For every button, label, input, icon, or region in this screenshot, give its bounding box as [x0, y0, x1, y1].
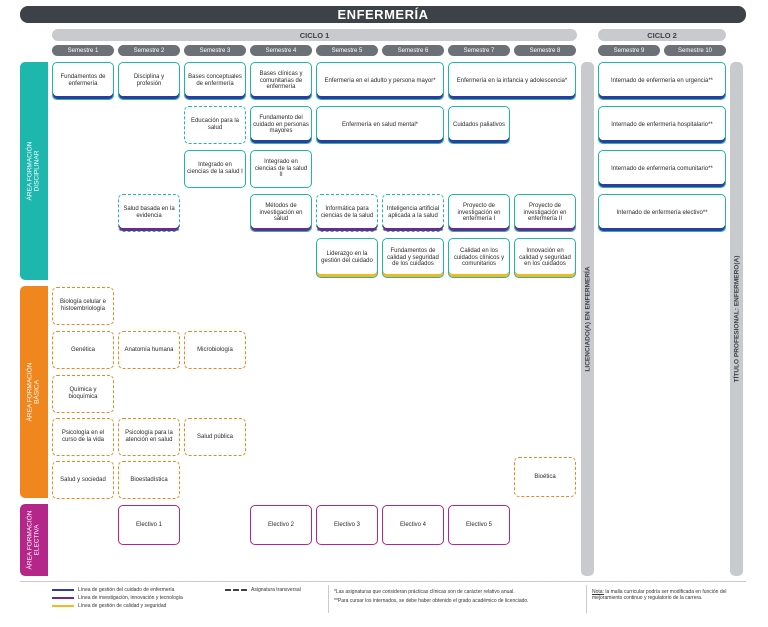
titulo-bar: TÍTULO PROFESIONAL: ENFERMERO(A) [730, 62, 743, 576]
semester-8-header: Semestre 8 [514, 45, 576, 56]
course-bases-conceptuales[interactable]: Bases conceptuales de enfermería [184, 62, 246, 100]
course-proyecto-2[interactable]: Proyecto de investigación en enfermería … [514, 194, 576, 232]
course-paliativos[interactable]: Cuidados paliativos [448, 106, 510, 144]
course-ia[interactable]: Inteligencia artificial aplicada a la sa… [382, 194, 444, 232]
semester-3-header: Semestre 3 [184, 45, 246, 56]
semester-2-header: Semestre 2 [118, 45, 180, 56]
course-bioestadistica[interactable]: Bioestadística [118, 461, 180, 499]
course-adulto-mayor[interactable]: Enfermería en el adulto y persona mayor* [316, 62, 444, 100]
page-title: ENFERMERÍA [20, 6, 746, 23]
course-fundamentos-calidad[interactable]: Fundamentos de calidad y seguridad de lo… [382, 238, 444, 278]
semester-7-header: Semestre 7 [448, 45, 510, 56]
course-electivo-4[interactable]: Electivo 4 [382, 505, 444, 545]
course-salud-publica[interactable]: Salud pública [184, 418, 246, 456]
course-integrado-1[interactable]: Integrado en ciencias de la salud I [184, 150, 246, 188]
course-microbiologia[interactable]: Microbiología [184, 331, 246, 369]
course-internado-urgencia[interactable]: Internado de enfermería en urgencia** [598, 62, 726, 100]
course-electivo-1[interactable]: Electivo 1 [118, 505, 180, 545]
course-salud-sociedad[interactable]: Salud y sociedad [52, 461, 114, 499]
legend-note-2: **Para cursar los internados, se debe ha… [334, 598, 529, 604]
semester-4-header: Semestre 4 [250, 45, 312, 56]
licenciatura-bar: LICENCIADO(A) EN ENFERMERÍA [581, 62, 594, 576]
course-calidad-cuidados[interactable]: Calidad en los cuidados clínicos y comun… [448, 238, 510, 278]
course-integrado-2[interactable]: Integrado en ciencias de la salud II [250, 150, 312, 188]
legend-notes: *Las asignaturas que consideran práctica… [334, 589, 584, 604]
course-fundamento-cuidado[interactable]: Fundamento del cuidado en personas mayor… [250, 106, 312, 144]
cycle-1-header: CICLO 1 [52, 29, 577, 41]
legend-line-cuidado: Línea de gestión del cuidado de enfermer… [52, 587, 232, 593]
legend-lines: Línea de gestión del cuidado de enfermer… [52, 587, 232, 609]
legend-nota: Nota: la malla curricular podría ser mod… [592, 589, 746, 601]
course-electivo-3[interactable]: Electivo 3 [316, 505, 378, 545]
course-informatica[interactable]: Informática para ciencias de la salud [316, 194, 378, 232]
legend-line-calidad: Línea de gestión de calidad y seguridad [52, 603, 232, 609]
legend-transversal: Asignatura transversal [225, 587, 325, 593]
course-internado-comunitario[interactable]: Internado de enfermería comunitario** [598, 150, 726, 188]
course-anatomia[interactable]: Anatomía humana [118, 331, 180, 369]
semester-6-header: Semestre 6 [382, 45, 444, 56]
course-genetica[interactable]: Genética [52, 331, 114, 369]
course-internado-electivo[interactable]: Internado de enfermería electivo** [598, 194, 726, 232]
licenciatura-label: LICENCIADO(A) EN ENFERMERÍA [584, 266, 591, 372]
course-liderazgo[interactable]: Liderazgo en la gestión del cuidado [316, 238, 378, 278]
semester-10-header: Semestre 10 [664, 45, 726, 56]
legend-nota-text: la malla curricular podría ser modificad… [592, 589, 727, 601]
course-educacion[interactable]: Educación para la salud [184, 106, 246, 144]
course-metodos[interactable]: Métodos de investigación en salud [250, 194, 312, 232]
course-internado-hospitalario[interactable]: Internado de enfermería hospitalario** [598, 106, 726, 144]
legend-divider [20, 581, 746, 582]
course-proyecto-1[interactable]: Proyecto de investigación en enfermería … [448, 194, 510, 232]
titulo-label: TÍTULO PROFESIONAL: ENFERMERO(A) [733, 255, 740, 383]
legend-nota-label: Nota: [592, 589, 604, 595]
course-innovacion[interactable]: Innovación en calidad y seguridad en los… [514, 238, 576, 278]
course-salud-mental[interactable]: Enfermería en salud mental* [316, 106, 444, 144]
legend-separator-1 [328, 585, 329, 613]
course-biologia[interactable]: Biología celular e histoembriología [52, 287, 114, 325]
course-fundamentos[interactable]: Fundamentos de enfermería [52, 62, 114, 100]
semester-1-header: Semestre 1 [52, 45, 114, 56]
course-bases-clinicas[interactable]: Bases clínicas y comunitarias de enferme… [250, 62, 312, 100]
course-electivo-5[interactable]: Electivo 5 [448, 505, 510, 545]
course-bioetica[interactable]: Bioética [514, 457, 576, 497]
semester-9-header: Semestre 9 [598, 45, 660, 56]
course-quimica[interactable]: Química y bioquímica [52, 375, 114, 413]
legend-separator-2 [586, 585, 587, 613]
legend-line-investigacion: Línea de investigación, innovación y tec… [52, 595, 232, 601]
course-salud-basada[interactable]: Salud basada en la evidencia [118, 194, 180, 232]
legend-note-1: *Las asignaturas que consideran práctica… [334, 589, 515, 595]
course-psicologia-vida[interactable]: Psicología en el curso de la vida [52, 418, 114, 456]
course-infancia[interactable]: Enfermería en la infancia y adolescencia… [448, 62, 576, 100]
course-disciplina[interactable]: Disciplina y profesión [118, 62, 180, 100]
cycle-2-header: CICLO 2 [598, 29, 726, 41]
course-psicologia-atencion[interactable]: Psicología para la atención en salud [118, 418, 180, 456]
semester-5-header: Semestre 5 [316, 45, 378, 56]
course-electivo-2[interactable]: Electivo 2 [250, 505, 312, 545]
